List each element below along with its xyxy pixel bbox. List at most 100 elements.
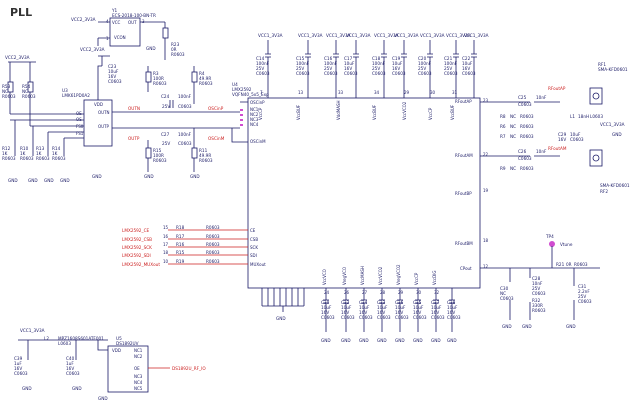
c28-volt: 25V	[532, 286, 540, 291]
bot-cap-gnd: GND	[395, 338, 405, 343]
bot-cap-label: C0603	[359, 315, 373, 320]
l2-pkg: L0603	[58, 341, 71, 346]
top-cap-label: 10uF	[462, 61, 473, 66]
c27-ref: C27	[161, 132, 170, 137]
spi-r-pkg-2: R0603	[206, 234, 220, 239]
r14-pkg: R0603	[52, 156, 66, 161]
bot-cap-label: 16V	[447, 310, 455, 315]
r11-resistor: R11 49.9R R0603	[191, 128, 213, 172]
r11-ref: R11	[199, 148, 208, 153]
u4-part: LMX2592	[232, 87, 252, 92]
bot-cap-label: C0603	[341, 315, 355, 320]
u5-pin-nc4: NC4	[134, 380, 143, 385]
u4-bnum-3: 27	[362, 290, 368, 295]
u4-bot-pin-4: VccVCO2	[378, 266, 383, 285]
r8-pkg: R0603	[520, 114, 534, 119]
r54-val: NC	[22, 89, 28, 94]
r8-val: NC	[510, 114, 516, 119]
top-cap-label: C0603	[462, 71, 476, 76]
u4-pin-oscinm: OSCinM	[250, 139, 266, 144]
r12-val: 1K	[2, 151, 8, 156]
r19-ref: R19	[176, 259, 185, 264]
r10-pkg: R0603	[20, 156, 34, 161]
u4-tnum-5: 29	[404, 90, 410, 95]
u5-ref: U5	[116, 336, 122, 341]
top-cap-supply: VCC1_3V3A	[394, 33, 419, 38]
top-cap-label: C0603	[344, 71, 358, 76]
y1-num-out: 3	[142, 19, 145, 24]
u4-bnum-4: 28	[380, 290, 386, 295]
r21-ref: R21	[556, 262, 565, 267]
top-cap-label: 25V	[372, 66, 380, 71]
vcc2-left-label: VCC2_3V3A	[5, 55, 30, 60]
r54-ref: R54	[22, 84, 31, 89]
r32-ref: R32	[532, 298, 541, 303]
y1-wires	[97, 21, 165, 46]
top-cap-label: C22	[462, 56, 471, 61]
bot-cap-label: 10uF	[341, 305, 352, 310]
y1-pin-vcon: VCON	[114, 35, 126, 40]
rf1-part: SMA-KFD0601	[598, 67, 628, 72]
spi-r-pkg-1: R0603	[206, 225, 220, 230]
rf2-center-icon	[592, 154, 600, 162]
top-cap-supply: VCC1_3V3A	[374, 33, 399, 38]
bot-cap-label: C0603	[447, 315, 461, 320]
u3-ref: U3	[62, 88, 68, 93]
r8-ref: R8	[500, 114, 506, 119]
c23-volt: 16V	[108, 74, 116, 79]
c28-ref: C28	[532, 276, 541, 281]
bot-cap-label: 16V	[321, 310, 329, 315]
c29-volt: 16V	[558, 137, 566, 142]
top-cap-label: 16V	[344, 66, 352, 71]
bot-cap-label: C34	[359, 300, 368, 305]
u4-rnum-2: 22	[483, 152, 489, 157]
left-bus-2	[14, 120, 84, 156]
u5-pin-nc2: NC2	[134, 354, 143, 359]
r9-val: NC	[510, 166, 516, 171]
c23-pkg: C0603	[108, 79, 122, 84]
u4-bot-pin-7: VccDIG	[432, 271, 437, 286]
net-label-rfoutap: RFoutAP	[548, 86, 566, 91]
r54-body	[27, 81, 34, 93]
u4-body	[247, 97, 481, 289]
gnd-label-4: GND	[60, 178, 70, 183]
bot-cap-label: 10uF	[377, 305, 388, 310]
u4-pin-nc4: NC4	[250, 122, 259, 127]
y1-supply-label: VCC2_3V3A	[71, 17, 96, 22]
left-resistors: R53 NC R0603 R54 NC R0603 R12 1K R0603 R…	[2, 81, 66, 161]
u4-tnum-3: 33	[338, 90, 344, 95]
r15-val: 100R	[153, 153, 164, 158]
r13-ref: R13	[36, 146, 45, 151]
c40-ref: C40	[66, 356, 75, 361]
u3-pin-vdd: VDD	[94, 102, 103, 107]
c28-val: 10nF	[532, 281, 543, 286]
u4-pin-muxout: MUXout	[250, 262, 266, 267]
bot-cap-gnd: GND	[341, 338, 351, 343]
c31-volt: 25V	[578, 294, 586, 299]
c27-cap: C27 100nF 25V C0603	[161, 132, 192, 146]
r4-body	[191, 71, 198, 83]
bot-cap-label: 10uF	[359, 305, 370, 310]
top-cap-supply: VCC1_3V3A	[298, 33, 323, 38]
net-label-rfoutam: RFoutAM	[548, 146, 567, 151]
top-cap-symbol	[265, 40, 271, 98]
gnd-label-2: GND	[28, 178, 38, 183]
u4-top-pin-2: VccBUF	[296, 104, 301, 120]
net-label-vtune: Vtune	[560, 242, 573, 247]
c25-val: 10nF	[536, 95, 547, 100]
r23-resistor: R23 0R R0603	[162, 22, 185, 60]
bot-cap-label: C0603	[431, 315, 445, 320]
u4-bot-pin-1: VccVCO	[322, 269, 327, 285]
bot-cap-label: C0603	[321, 315, 335, 320]
lf-gnd-2: GND	[522, 324, 532, 329]
bl-gnd-3: GND	[98, 396, 108, 401]
bot-cap-label: C0603	[395, 315, 409, 320]
c40-volt: 16V	[66, 366, 74, 371]
spi-sck-label: LMX2592_SCK	[122, 245, 152, 250]
y1-pin-vcc: VCC	[112, 20, 121, 25]
bot-cap-label: 10uF	[447, 305, 458, 310]
spi-pin-4: 18	[163, 250, 169, 255]
u4-gnd-fan	[261, 288, 305, 312]
bot-cap-symbol	[433, 288, 439, 332]
r14-val: 1K	[52, 151, 58, 156]
